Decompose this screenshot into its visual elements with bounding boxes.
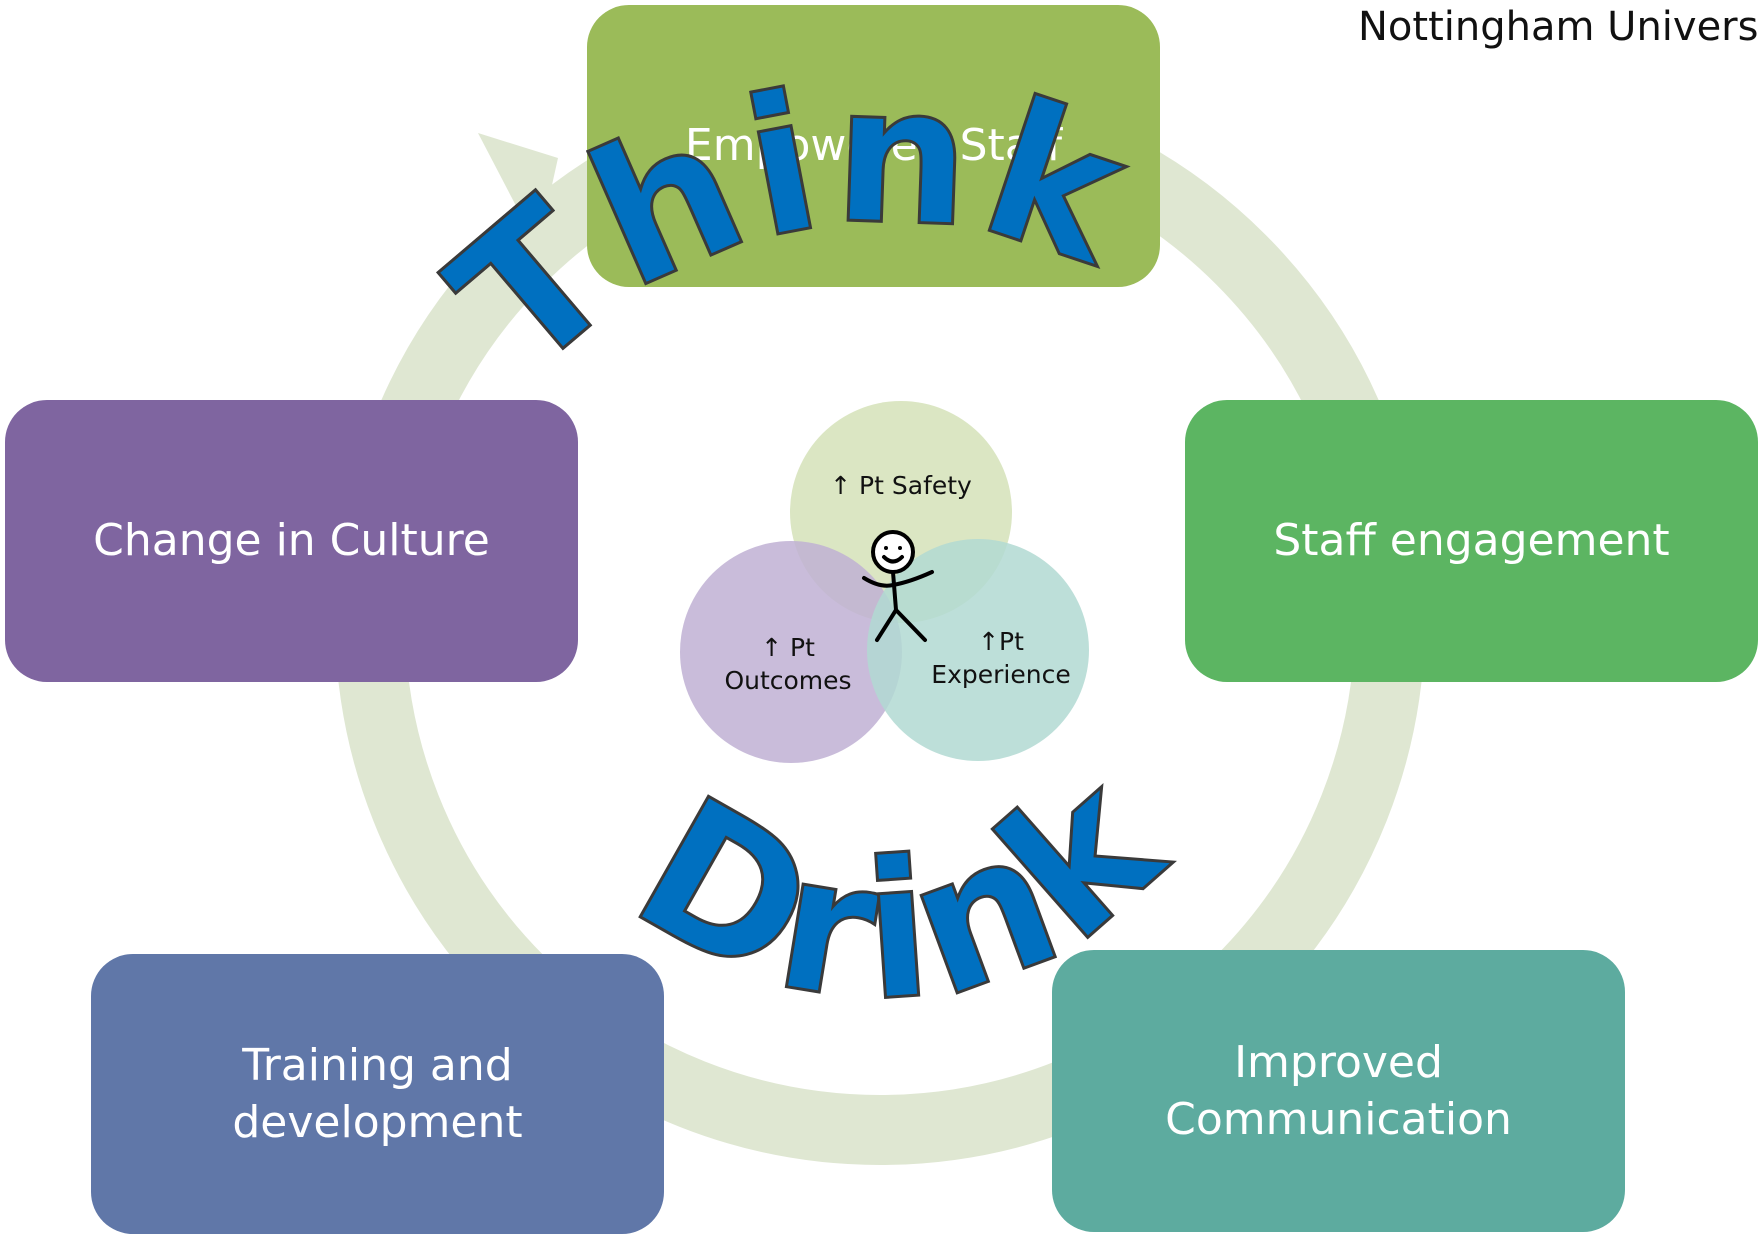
cycle-arrowhead	[478, 133, 558, 248]
box-improved-communication: Improved Communication	[1052, 950, 1625, 1232]
venn-label-safety: ↑ Pt Safety	[830, 471, 972, 500]
venn-label-outcomes-2: Outcomes	[724, 666, 851, 695]
venn-label-experience-2: Experience	[931, 660, 1070, 689]
venn-label-experience-1: ↑Pt	[978, 627, 1024, 656]
stick-figure-icon	[862, 530, 934, 642]
box-change-in-culture: Change in Culture	[5, 400, 578, 682]
venn-group	[680, 401, 1089, 763]
venn-circle-outcomes	[680, 541, 902, 763]
box-empowered-staff: Empowered Staff	[587, 5, 1160, 287]
corner-institution-label: Nottingham Univers	[1358, 4, 1759, 50]
box-staff-engagement: Staff engagement	[1185, 400, 1758, 682]
venn-circle-experience	[867, 539, 1089, 761]
box-training-development: Training and development	[91, 954, 664, 1234]
venn-label-outcomes-1: ↑ Pt	[761, 633, 815, 662]
